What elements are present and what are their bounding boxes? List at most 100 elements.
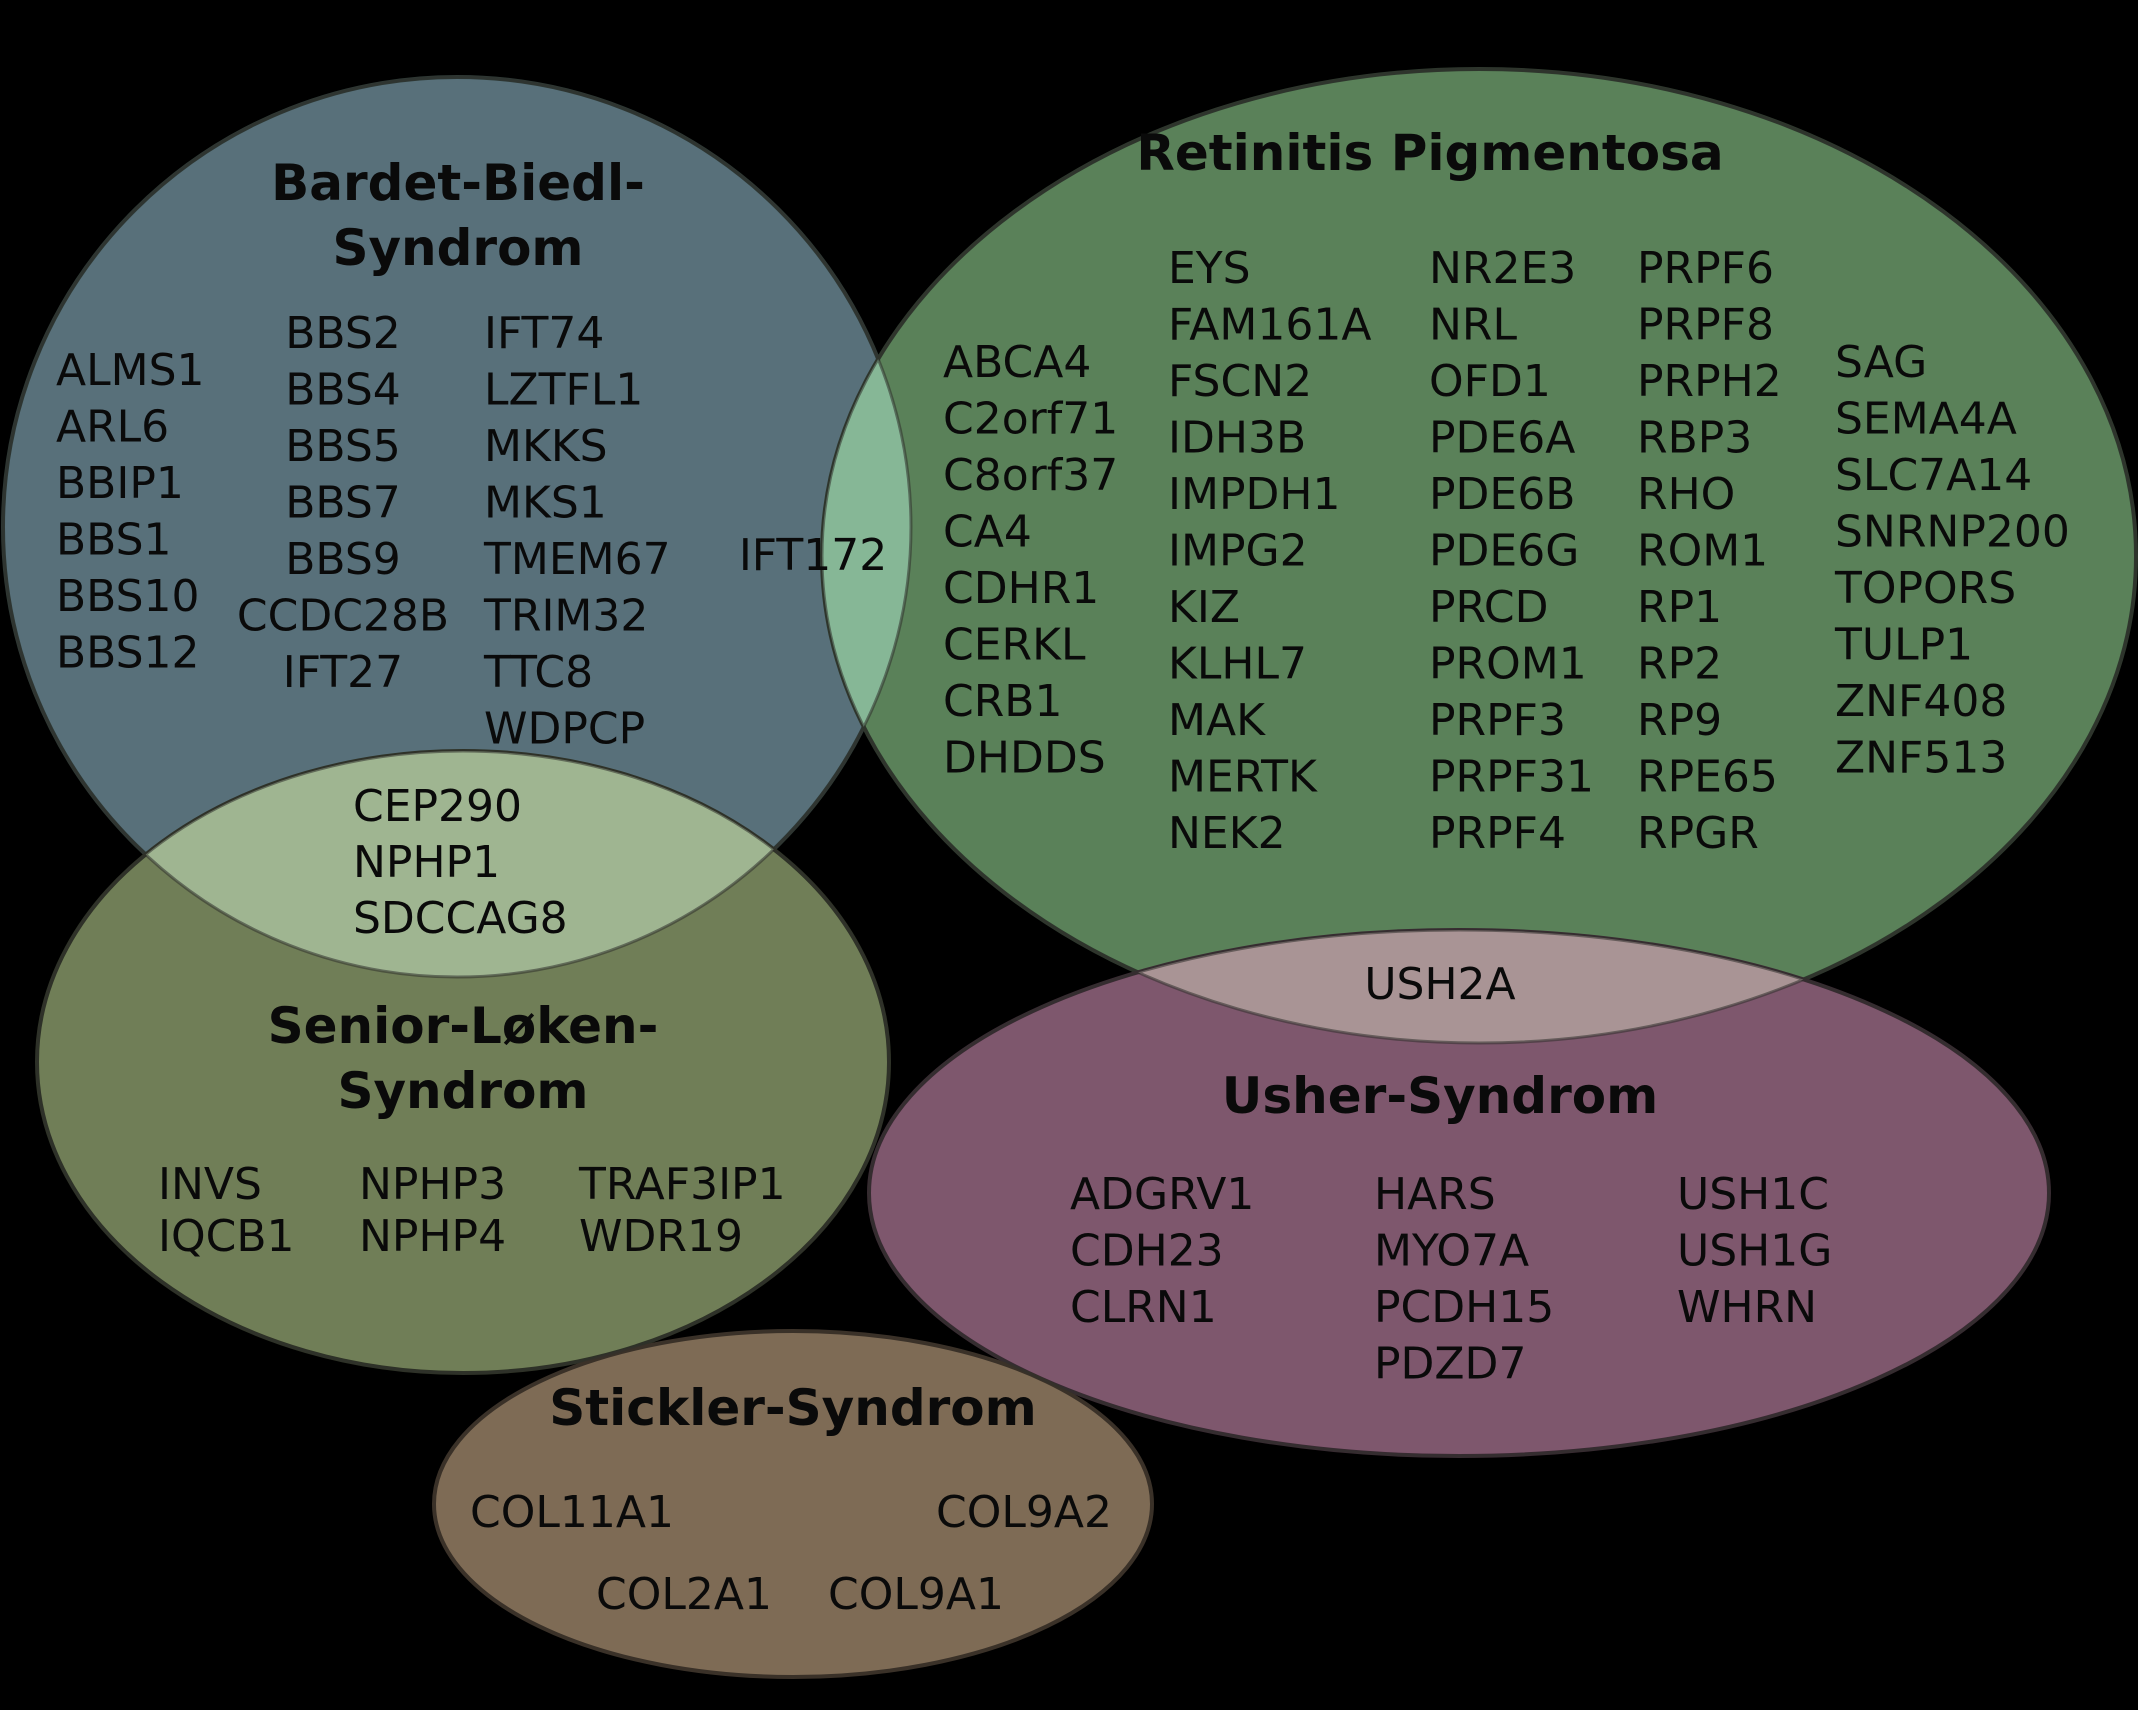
gene-label: INVS bbox=[158, 1159, 262, 1210]
gene-label: FSCN2 bbox=[1168, 356, 1312, 407]
gene-label: BBIP1 bbox=[56, 458, 184, 509]
gene-label: ARL6 bbox=[56, 402, 169, 453]
gene-label: COL2A1 bbox=[596, 1569, 772, 1620]
title-senior-loken-line1: Senior-Løken- bbox=[268, 997, 659, 1055]
gene-label: C2orf71 bbox=[943, 394, 1118, 445]
gene-label: MYO7A bbox=[1374, 1226, 1529, 1277]
intersection-gene-label: CEP290 bbox=[353, 781, 522, 832]
gene-label: BBS1 bbox=[56, 515, 172, 566]
gene-label: BBS7 bbox=[285, 478, 401, 529]
gene-label: MKS1 bbox=[484, 478, 607, 529]
gene-label: C8orf37 bbox=[943, 450, 1118, 501]
gene-label: RHO bbox=[1637, 469, 1735, 520]
gene-label: PDE6B bbox=[1429, 469, 1575, 520]
gene-label: COL9A1 bbox=[828, 1569, 1004, 1620]
gene-label: ALMS1 bbox=[56, 345, 205, 396]
gene-label: TRAF3IP1 bbox=[578, 1159, 786, 1210]
gene-label: RPE65 bbox=[1637, 752, 1778, 803]
gene-label: PROM1 bbox=[1429, 639, 1587, 690]
gene-label: OFD1 bbox=[1429, 356, 1551, 407]
gene-label: DHDDS bbox=[943, 733, 1106, 784]
gene-label: ZNF408 bbox=[1835, 676, 2007, 727]
gene-label: IMPG2 bbox=[1168, 526, 1308, 577]
gene-label: BBS9 bbox=[285, 534, 401, 585]
gene-label: CCDC28B bbox=[237, 591, 449, 642]
title-stickler: Stickler-Syndrom bbox=[549, 1379, 1037, 1437]
gene-label: NRL bbox=[1429, 300, 1517, 351]
gene-label: PDZD7 bbox=[1374, 1339, 1526, 1390]
gene-label: WDR19 bbox=[579, 1211, 743, 1262]
gene-label: BBS2 bbox=[285, 308, 401, 359]
ellipse-stickler bbox=[432, 1329, 1154, 1679]
gene-label: FAM161A bbox=[1168, 300, 1371, 351]
gene-label: PRPF3 bbox=[1429, 695, 1566, 746]
title-usher: Usher-Syndrom bbox=[1222, 1067, 1658, 1125]
gene-label: SEMA4A bbox=[1835, 394, 2017, 445]
gene-label: MERTK bbox=[1168, 752, 1318, 803]
gene-label: SNRNP200 bbox=[1835, 507, 2070, 558]
gene-label: PRPF6 bbox=[1637, 243, 1774, 294]
gene-label: BBS4 bbox=[285, 365, 401, 416]
gene-label: EYS bbox=[1168, 243, 1251, 294]
gene-label: SLC7A14 bbox=[1835, 450, 2032, 501]
gene-label: PRPF8 bbox=[1637, 300, 1774, 351]
intersection-bbs-sls bbox=[37, 751, 889, 977]
gene-label: IFT74 bbox=[484, 308, 604, 359]
gene-label: NPHP4 bbox=[359, 1211, 506, 1262]
gene-label: CDHR1 bbox=[943, 563, 1099, 614]
gene-label: KLHL7 bbox=[1168, 639, 1307, 690]
gene-label: BBS10 bbox=[56, 571, 200, 622]
gene-label: COL11A1 bbox=[470, 1487, 674, 1538]
intersection-gene-label: IFT172 bbox=[739, 530, 887, 581]
gene-label: IDH3B bbox=[1168, 413, 1306, 464]
gene-label: COL9A2 bbox=[936, 1487, 1112, 1538]
gene-label: CRB1 bbox=[943, 676, 1062, 727]
gene-label: NR2E3 bbox=[1429, 243, 1576, 294]
title-bardet-biedl-line2: Syndrom bbox=[332, 219, 583, 277]
gene-label: KIZ bbox=[1168, 582, 1240, 633]
gene-label: CLRN1 bbox=[1070, 1282, 1217, 1333]
gene-label: TTC8 bbox=[483, 647, 593, 698]
gene-label: PRCD bbox=[1429, 582, 1549, 633]
gene-label: ZNF513 bbox=[1835, 733, 2007, 784]
gene-label: WDPCP bbox=[484, 704, 645, 755]
gene-label: LZTFL1 bbox=[484, 365, 643, 416]
gene-label: HARS bbox=[1374, 1169, 1496, 1220]
gene-label: CERKL bbox=[943, 620, 1086, 671]
gene-label: PRPF31 bbox=[1429, 752, 1594, 803]
gene-label: USH1G bbox=[1677, 1226, 1832, 1277]
gene-label: NEK2 bbox=[1168, 808, 1286, 859]
gene-label: ROM1 bbox=[1637, 526, 1768, 577]
gene-label: BBS12 bbox=[56, 628, 200, 679]
gene-label: MAK bbox=[1168, 695, 1266, 746]
gene-label: SAG bbox=[1835, 337, 1927, 388]
title-retinitis-pigmentosa: Retinitis Pigmentosa bbox=[1136, 124, 1723, 182]
gene-label: USH1C bbox=[1677, 1169, 1829, 1220]
gene-label: PCDH15 bbox=[1374, 1282, 1554, 1333]
gene-label: BBS5 bbox=[285, 421, 401, 472]
intersection-gene-label: SDCCAG8 bbox=[353, 893, 568, 944]
gene-label: PRPH2 bbox=[1637, 356, 1782, 407]
gene-label: WHRN bbox=[1677, 1282, 1817, 1333]
gene-label: ABCA4 bbox=[943, 337, 1091, 388]
gene-label: TMEM67 bbox=[483, 534, 671, 585]
gene-label: RP2 bbox=[1637, 639, 1722, 690]
gene-label: ADGRV1 bbox=[1070, 1169, 1254, 1220]
intersection-gene-label: USH2A bbox=[1364, 959, 1515, 1010]
gene-label: IMPDH1 bbox=[1168, 469, 1340, 520]
gene-label: TULP1 bbox=[1834, 620, 1973, 671]
gene-label: TRIM32 bbox=[483, 591, 648, 642]
title-bardet-biedl-line1: Bardet-Biedl- bbox=[271, 154, 645, 212]
gene-label: PDE6G bbox=[1429, 526, 1579, 577]
gene-label: IQCB1 bbox=[158, 1211, 295, 1262]
gene-label: TOPORS bbox=[1834, 563, 2016, 614]
gene-label: RP1 bbox=[1637, 582, 1722, 633]
gene-label: IFT27 bbox=[283, 647, 403, 698]
intersection-gene-label: NPHP1 bbox=[353, 837, 500, 888]
title-senior-loken-line2: Syndrom bbox=[337, 1062, 588, 1120]
gene-label: PRPF4 bbox=[1429, 808, 1566, 859]
gene-label: PDE6A bbox=[1429, 413, 1575, 464]
gene-label: CA4 bbox=[943, 507, 1032, 558]
